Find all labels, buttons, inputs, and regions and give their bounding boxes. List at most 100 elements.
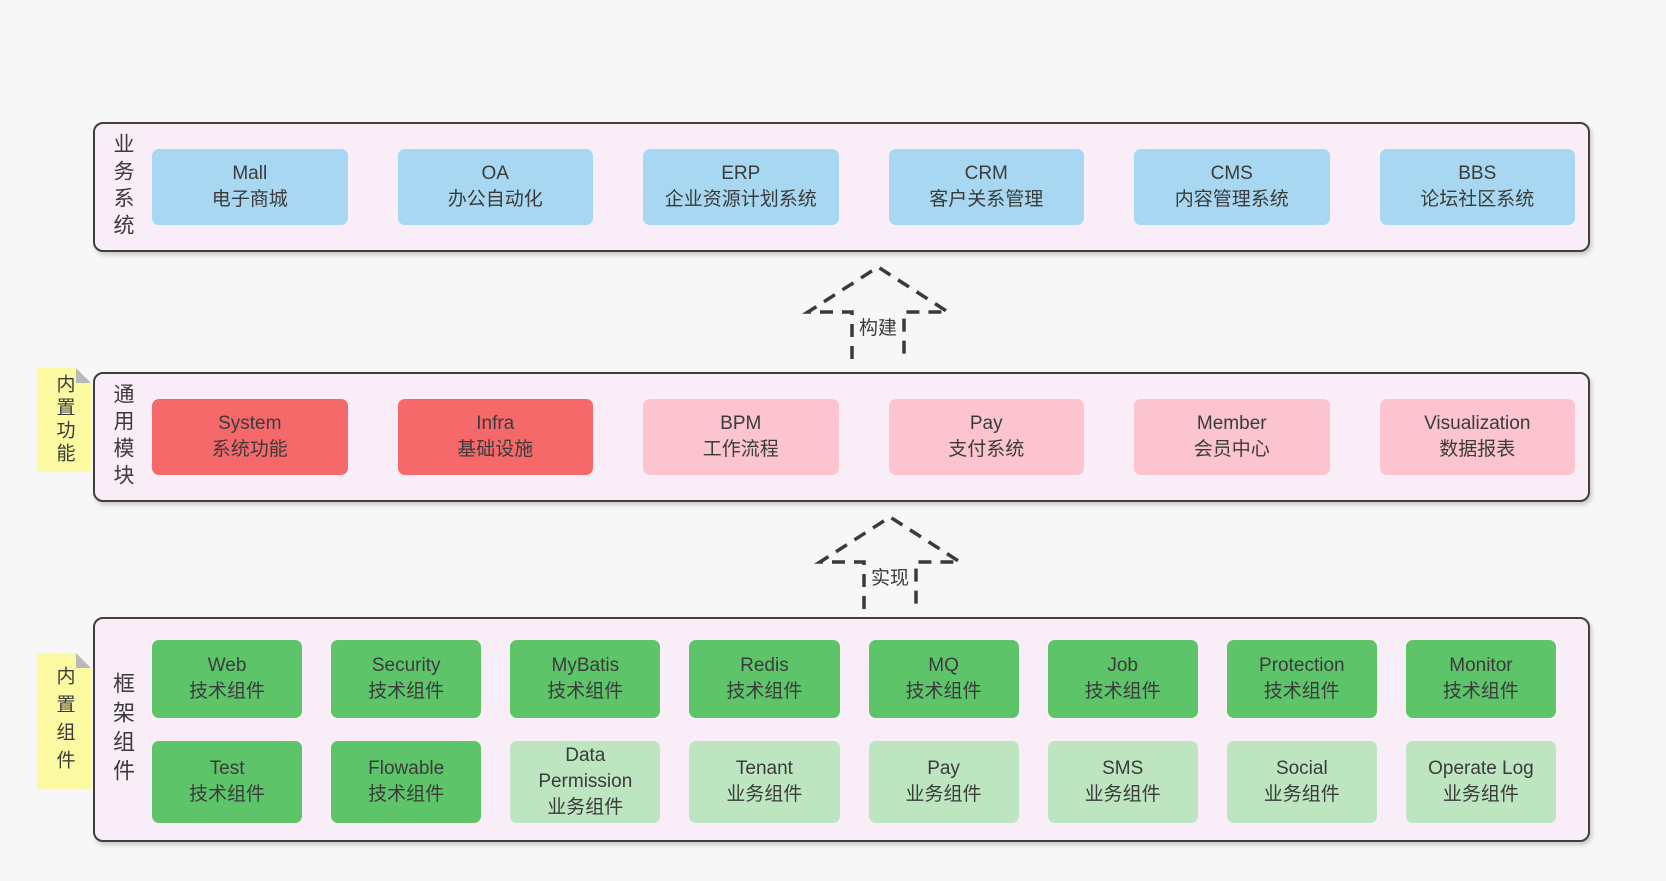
box-title: Social (1275, 758, 1328, 779)
box-title: MyBatis (551, 655, 620, 676)
diagram-box-cms: CMS 内容管理系统 (1134, 149, 1330, 225)
box-title: ERP (721, 163, 761, 184)
box-subtitle: 办公自动化 (447, 189, 543, 210)
diagram-box-crm: CRM 客户关系管理 (888, 149, 1084, 225)
box-title: CMS (1210, 163, 1253, 184)
diagram-box-mall: Mall 电子商城 (152, 149, 348, 225)
box-title: CRM (964, 163, 1008, 184)
diagram-box-sms: SMS 业务组件 (1047, 741, 1198, 823)
box-title: Tenant (735, 758, 793, 779)
box-subtitle: 技术组件 (547, 681, 624, 702)
folded-corner-icon (76, 653, 91, 668)
box-subtitle: 技术组件 (726, 681, 803, 702)
sticky-note-built-in-functions: 内置功能 (37, 368, 91, 472)
modules-box-row: System 系统功能 Infra 基础设施 BPM 工作流程 Pay 支付系统 Member 会… (152, 399, 1575, 475)
build-arrow-label: 构建 (855, 313, 901, 340)
box-subtitle: 业务组件 (905, 784, 982, 805)
layer-common-modules: 通用模块 System 系统功能 Infra 基础设施 BPM 工作流程 Pay 支付系统 Me… (93, 372, 1590, 502)
diagram-box-mybatis: MyBatis 技术组件 (510, 640, 661, 718)
box-title: SMS (1102, 758, 1144, 779)
diagram-box-visualization: Visualization 数据报表 (1379, 399, 1575, 475)
box-subtitle: 技术组件 (1442, 681, 1519, 702)
sticky-note-text: 内置组件 (53, 665, 75, 778)
up-arrow-dashed-icon (802, 264, 954, 359)
box-title: Monitor (1449, 655, 1513, 676)
box-subtitle: 论坛社区系统 (1420, 189, 1535, 210)
box-title: Protection (1259, 655, 1345, 676)
diagram-box-operate-log: Operate Log 业务组件 (1405, 741, 1556, 823)
diagram-box-bpm: BPM 工作流程 (643, 399, 839, 475)
box-subtitle: 工作流程 (702, 439, 779, 460)
box-title: MQ (928, 655, 959, 676)
box-title: OA (481, 163, 509, 184)
box-title: BPM (720, 413, 762, 434)
diagram-box-security: Security 技术组件 (331, 640, 482, 718)
diagram-box-bbs: BBS 论坛社区系统 (1379, 149, 1575, 225)
layer-label-business: 业务系统 (105, 124, 139, 250)
box-subtitle: 支付系统 (948, 439, 1025, 460)
box-title: Mall (232, 163, 268, 184)
layer-label-modules: 通用模块 (105, 374, 139, 500)
layer-label-text: 业务系统 (111, 133, 134, 241)
diagram-box-erp: ERP 企业资源计划系统 (643, 149, 839, 225)
box-subtitle: 基础设施 (457, 439, 534, 460)
box-subtitle: 系统功能 (211, 439, 288, 460)
box-title: Job (1107, 655, 1138, 676)
box-subtitle: 技术组件 (189, 784, 266, 805)
box-title: Security (371, 655, 441, 676)
box-title: System (218, 413, 282, 434)
build-arrow: 构建 (798, 262, 958, 361)
box-title: Pay (969, 413, 1003, 434)
business-box-row: Mall 电子商城 OA 办公自动化 ERP 企业资源计划系统 CRM 客户关系管理 CMS 内容… (152, 149, 1575, 225)
box-subtitle: 业务组件 (1442, 784, 1519, 805)
box-title: Flowable (368, 758, 445, 779)
diagram-box-system: System 系统功能 (152, 399, 348, 475)
diagram-box-flowable: Flowable 技术组件 (331, 741, 482, 823)
layer-business-systems: 业务系统 Mall 电子商城 OA 办公自动化 ERP 企业资源计划系统 CRM 客户关系管理… (93, 122, 1590, 252)
box-subtitle: 技术组件 (189, 681, 266, 702)
box-subtitle: 技术组件 (368, 784, 445, 805)
box-title: Redis (740, 655, 789, 676)
box-subtitle: 数据报表 (1439, 439, 1516, 460)
diagram-box-test: Test 技术组件 (152, 741, 303, 823)
layer-label-text: 通用模块 (111, 383, 134, 491)
box-title: Operate Log (1428, 758, 1534, 779)
box-title: BBS (1458, 163, 1497, 184)
box-title: Web (207, 655, 247, 676)
up-arrow-dashed-icon (814, 514, 966, 609)
layer-label-components: 框架组件 (105, 619, 139, 840)
folded-corner-icon (76, 368, 91, 383)
sticky-note-text: 内置功能 (53, 374, 75, 466)
box-subtitle: 电子商城 (211, 189, 288, 210)
box-title: Pay (927, 758, 960, 779)
box-title: Test (209, 758, 245, 779)
diagram-box-oa: OA 办公自动化 (397, 149, 593, 225)
implement-arrow: 实现 (810, 512, 970, 611)
box-subtitle: 业务组件 (726, 784, 803, 805)
box-subtitle: 会员中心 (1193, 439, 1270, 460)
diagram-box-member: Member 会员中心 (1134, 399, 1330, 475)
diagram-box-pay: Pay 业务组件 (868, 741, 1019, 823)
box-subtitle: 业务组件 (1084, 784, 1161, 805)
diagram-box-social: Social 业务组件 (1226, 741, 1377, 823)
box-subtitle: 业务组件 (1263, 784, 1340, 805)
box-title: Visualization (1424, 413, 1531, 434)
box-subtitle: 企业资源计划系统 (664, 189, 817, 210)
box-subtitle: 技术组件 (905, 681, 982, 702)
box-title: Infra (476, 413, 515, 434)
diagram-box-pay: Pay 支付系统 (888, 399, 1084, 475)
box-subtitle: 技术组件 (368, 681, 445, 702)
box-title: Member (1196, 413, 1267, 434)
box-subtitle: 技术组件 (1263, 681, 1340, 702)
box-subtitle: 技术组件 (1084, 681, 1161, 702)
box-subtitle: 客户关系管理 (929, 189, 1044, 210)
box-subtitle: 业务组件 (547, 797, 624, 818)
layer-label-text: 框架组件 (110, 671, 135, 788)
diagram-box-infra: Infra 基础设施 (397, 399, 593, 475)
box-subtitle: 内容管理系统 (1174, 189, 1289, 210)
diagram-box-protection: Protection 技术组件 (1226, 640, 1377, 718)
diagram-box-redis: Redis 技术组件 (689, 640, 840, 718)
